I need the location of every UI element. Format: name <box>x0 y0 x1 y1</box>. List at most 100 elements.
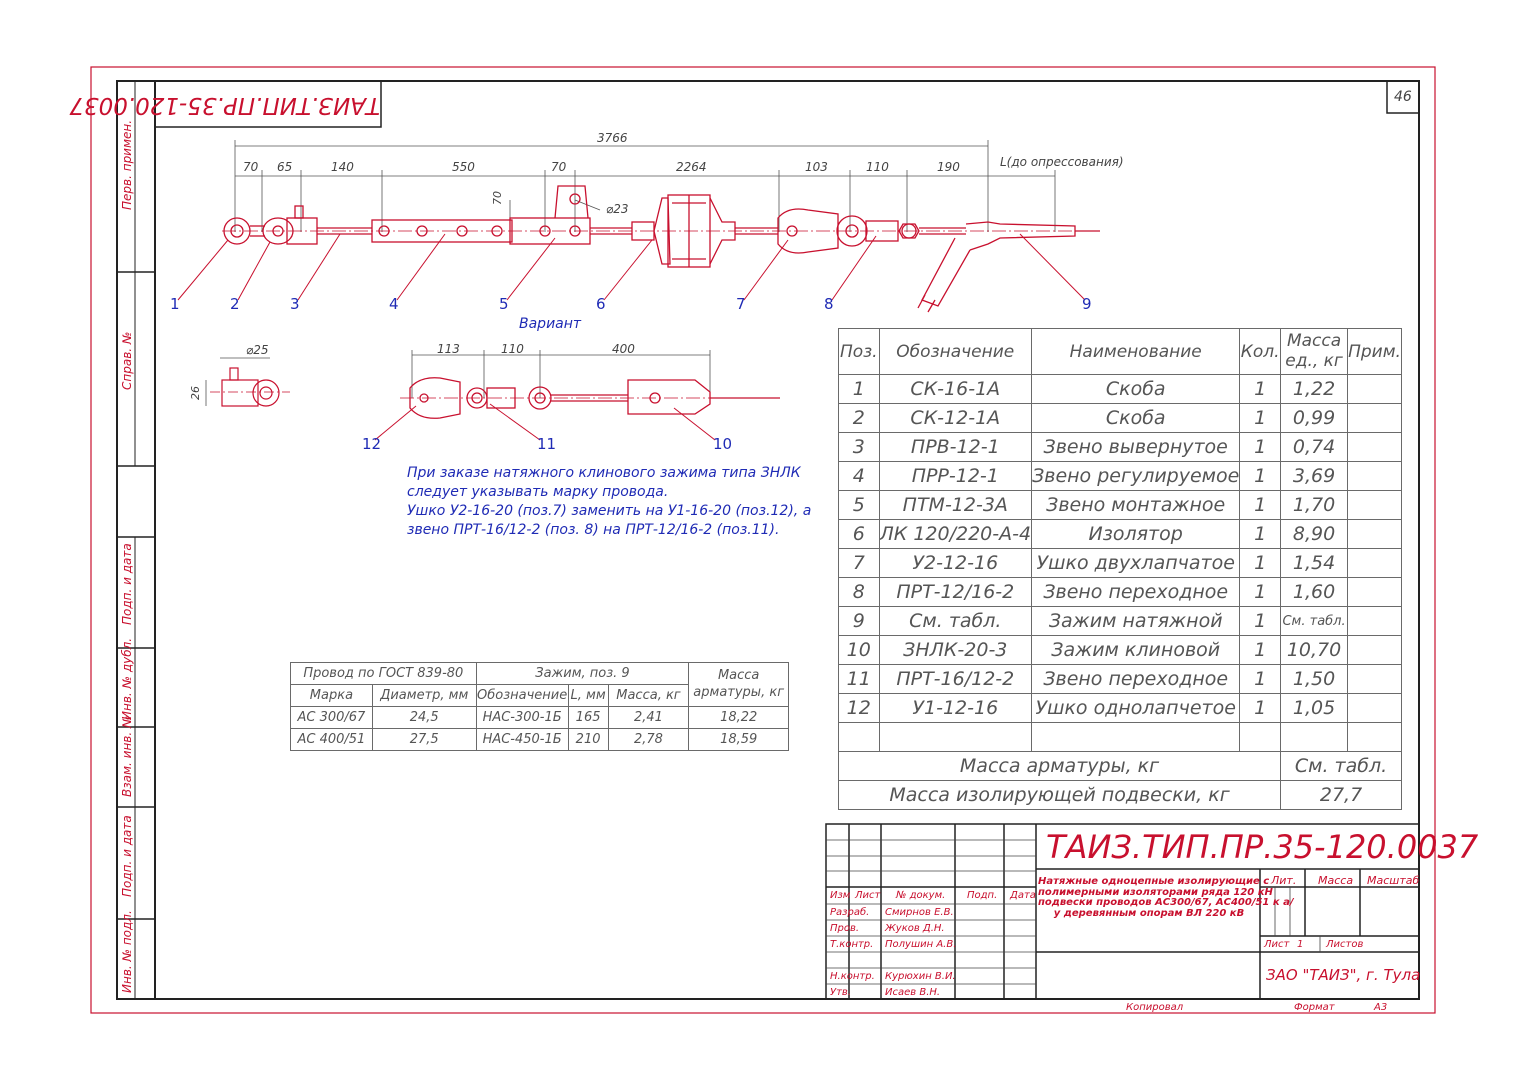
spec-cell: У2-12-16 <box>878 548 1033 578</box>
lit-label: Лит. <box>1271 874 1297 887</box>
role-developer: Разраб. <box>830 907 870 918</box>
name-developer: Смирнов Е.В. <box>885 907 954 918</box>
spec-cell <box>1347 548 1402 578</box>
desc-line: Натяжные одноцепные изолирующие с <box>1038 876 1270 887</box>
spec-cell <box>1347 461 1402 491</box>
spec-header-designation: Обозначение <box>878 328 1033 375</box>
spec-cell: Зажим натяжной <box>1031 606 1241 636</box>
dim-140: 140 <box>331 160 354 174</box>
dim-l-crimp: L(до опрессования) <box>1000 155 1124 169</box>
wire-group-row: Провод по ГОСТ 839-80 Зажим, поз. 9 Масс… <box>290 662 789 707</box>
wire-table: Провод по ГОСТ 839-80 Зажим, поз. 9 Масс… <box>290 662 789 751</box>
spec-cell: ПРР-12-1 <box>878 461 1033 491</box>
spec-cell: 1 <box>838 374 880 404</box>
spec-cell: 1 <box>1239 577 1282 607</box>
spec-cell <box>1347 577 1402 607</box>
spec-cell: Ушко однолапчетое <box>1031 693 1241 723</box>
mass-label: Масса <box>1318 874 1354 887</box>
dim-total: 3766 <box>597 131 628 145</box>
name-norm-control: Курюхин В.И. <box>885 971 956 982</box>
drawing-frame <box>116 80 1420 1000</box>
spec-cell: 1,54 <box>1280 548 1349 578</box>
wire-cell: 24,5 <box>371 706 477 729</box>
spec-cell: 6 <box>838 519 880 549</box>
name-tech-control: Полушин А.В. <box>885 939 957 950</box>
role-tech-control: Т.контр. <box>830 939 874 950</box>
mass-suspension-value: 27,7 <box>1280 780 1402 810</box>
wire-group-wire: Провод по ГОСТ 839-80 <box>290 662 477 685</box>
title-code: ТАИЗ.ТИП.ПР.35-120.0037 <box>1046 828 1479 866</box>
spec-cell: ПТМ-12-3А <box>878 490 1033 520</box>
wire-sub-length: L, мм <box>567 684 609 707</box>
spec-mass-fittings-row: Масса арматуры, кг См. табл. <box>837 751 1402 781</box>
wire-sub-brand: Марка <box>290 684 373 707</box>
name-checker: Жуков Д.Н. <box>885 923 945 934</box>
spec-cell: 11 <box>838 664 880 694</box>
wire-cell: 165 <box>567 706 609 729</box>
wire-cell: 210 <box>567 728 609 751</box>
spec-cell <box>1347 664 1402 694</box>
spec-cell: 3 <box>838 432 880 462</box>
spec-cell: 1 <box>1239 490 1282 520</box>
spec-cell: 1 <box>1239 635 1282 665</box>
spec-cell <box>1347 693 1402 723</box>
pos-10: 10 <box>713 435 733 453</box>
mass-fittings-label: Масса арматуры, кг <box>837 751 1282 781</box>
spec-cell: ПРТ-12/16-2 <box>878 577 1033 607</box>
spec-cell: ЗНЛК-20-3 <box>878 635 1033 665</box>
sheet-number-box <box>1386 80 1420 114</box>
spec-cell <box>1347 490 1402 520</box>
dim-65: 65 <box>277 160 293 174</box>
spec-cell: 1 <box>1239 403 1282 433</box>
spec-cell <box>1347 403 1402 433</box>
spec-cell: 3,69 <box>1280 461 1349 491</box>
scale-label: Масштаб <box>1367 874 1420 887</box>
spec-cell: Звено монтажное <box>1031 490 1241 520</box>
pos-7: 7 <box>736 295 746 313</box>
pos-11: 11 <box>537 435 557 453</box>
spec-cell: См. табл. <box>878 606 1033 636</box>
spec-cell: Зажим клиновой <box>1031 635 1241 665</box>
mass-fittings-value: См. табл. <box>1280 751 1402 781</box>
side-label-ref-no: Справ. № <box>120 331 134 390</box>
spec-cell: 8 <box>838 577 880 607</box>
mass-suspension-label: Масса изолирующей подвески, кг <box>837 780 1282 810</box>
spec-cell: Звено переходное <box>1031 664 1241 694</box>
spec-cell: Звено регулируемое <box>1031 461 1241 491</box>
spec-cell: 4 <box>838 461 880 491</box>
spec-cell: СК-12-1А <box>878 403 1033 433</box>
wire-cell: НАС-300-1Б <box>475 706 569 729</box>
note-line: Ушко У2-16-20 (поз.7) заменить на У1-16-… <box>407 503 812 519</box>
assembly-main <box>222 185 1100 313</box>
spec-cell: 5 <box>838 490 880 520</box>
name-approved: Исаев В.Н. <box>885 987 941 998</box>
role-checker: Пров. <box>830 923 860 934</box>
dim-70b: 70 <box>551 160 567 174</box>
spec-cell <box>1347 374 1402 404</box>
spec-cell: 2 <box>838 403 880 433</box>
dim-dia23: ⌀23 <box>606 202 629 216</box>
spec-cell: Изолятор <box>1031 519 1241 549</box>
wire-group-clamp: Зажим, поз. 9 <box>475 662 690 685</box>
company-name: ЗАО "ТАИЗ", г. Тула <box>1266 966 1421 984</box>
col-list: Лист <box>855 890 881 901</box>
spec-header-name: Наименование <box>1031 328 1241 375</box>
spec-cell: ПРВ-12-1 <box>878 432 1033 462</box>
wire-cell: 2,41 <box>607 706 690 729</box>
sheet-label: Лист <box>1264 939 1290 950</box>
spec-cell: 9 <box>838 606 880 636</box>
spec-cell <box>1347 635 1402 665</box>
dim-70-vert: 70 <box>491 191 504 205</box>
spec-cell: См. табл. <box>1280 606 1349 636</box>
detail-dim-dia25: ⌀25 <box>246 343 269 357</box>
pos-2: 2 <box>230 295 240 313</box>
spec-cell: 8,90 <box>1280 519 1349 549</box>
